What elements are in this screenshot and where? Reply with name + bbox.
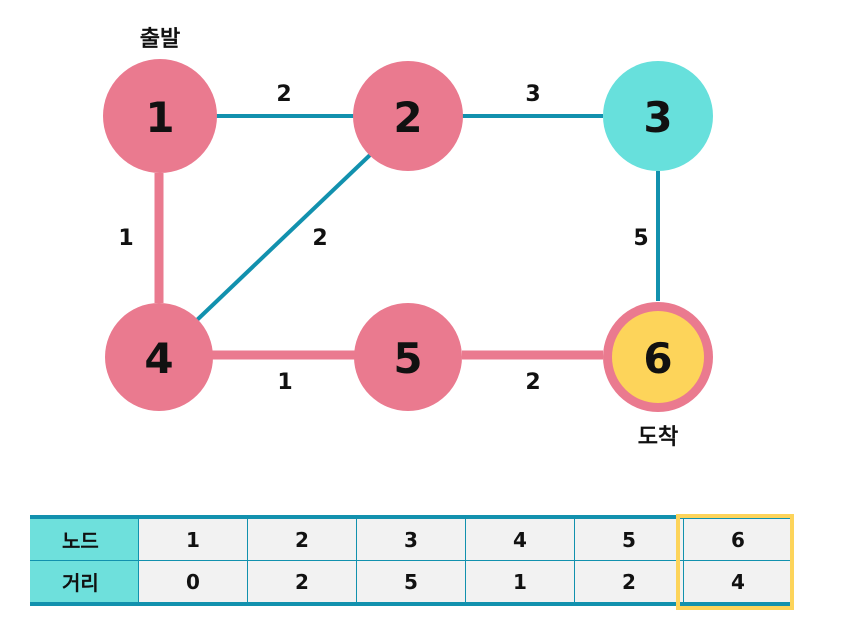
- distance-cell-5: 2: [574, 560, 684, 604]
- distance-cell-6: 4: [683, 560, 792, 604]
- node-cell-2: 2: [247, 517, 357, 561]
- node-header: 노드: [30, 517, 139, 561]
- node-5: [354, 303, 462, 411]
- distance-cell-4: 1: [465, 560, 575, 604]
- graph-diagram: 2 3 1 2 5 1 2 1 2 3 4 5 6 출발 도착: [103, 27, 713, 450]
- node-1: [103, 59, 217, 173]
- node-6-inner: [612, 311, 704, 403]
- start-caption: 출발: [140, 27, 180, 52]
- edge-weight-2-3: 3: [525, 82, 540, 107]
- edge-weight-3-6: 5: [633, 226, 648, 251]
- node-label-3: 3: [643, 93, 672, 142]
- edge-weight-2-4: 2: [312, 226, 327, 251]
- node-label-4: 4: [144, 334, 173, 383]
- node-2: [353, 61, 463, 171]
- node-cell-3: 3: [356, 517, 466, 561]
- edge-weight-5-6: 2: [525, 370, 540, 395]
- edge-weight-1-4: 1: [118, 226, 133, 251]
- node-cell-5: 5: [574, 517, 684, 561]
- table-row-nodes: 노드 1 2 3 4 5 6: [30, 517, 792, 561]
- node-label-2: 2: [393, 93, 422, 142]
- end-caption: 도착: [638, 425, 678, 450]
- edge-2-4: [195, 153, 372, 322]
- distance-table: 노드 1 2 3 4 5 6 거리 0 2 5 1 2 4: [30, 515, 792, 606]
- distance-header: 거리: [30, 560, 139, 604]
- nodes: [103, 59, 713, 412]
- distance-cell-3: 5: [356, 560, 466, 604]
- distance-cell-2: 2: [247, 560, 357, 604]
- node-labels: 1 2 3 4 5 6: [144, 93, 672, 383]
- node-4: [105, 303, 213, 411]
- node-label-5: 5: [393, 334, 422, 383]
- node-label-6: 6: [643, 334, 672, 383]
- distance-cell-1: 0: [138, 560, 248, 604]
- edges: [154, 114, 660, 360]
- node-cell-4: 4: [465, 517, 575, 561]
- edge-weights: 2 3 1 2 5 1 2: [118, 82, 648, 395]
- edge-weight-1-2: 2: [276, 82, 291, 107]
- table-row-distances: 거리 0 2 5 1 2 4: [30, 560, 792, 604]
- edge-weight-4-5: 1: [277, 370, 292, 395]
- node-3: [603, 61, 713, 171]
- node-cell-6: 6: [683, 517, 792, 561]
- node-cell-1: 1: [138, 517, 248, 561]
- node-label-1: 1: [145, 93, 174, 142]
